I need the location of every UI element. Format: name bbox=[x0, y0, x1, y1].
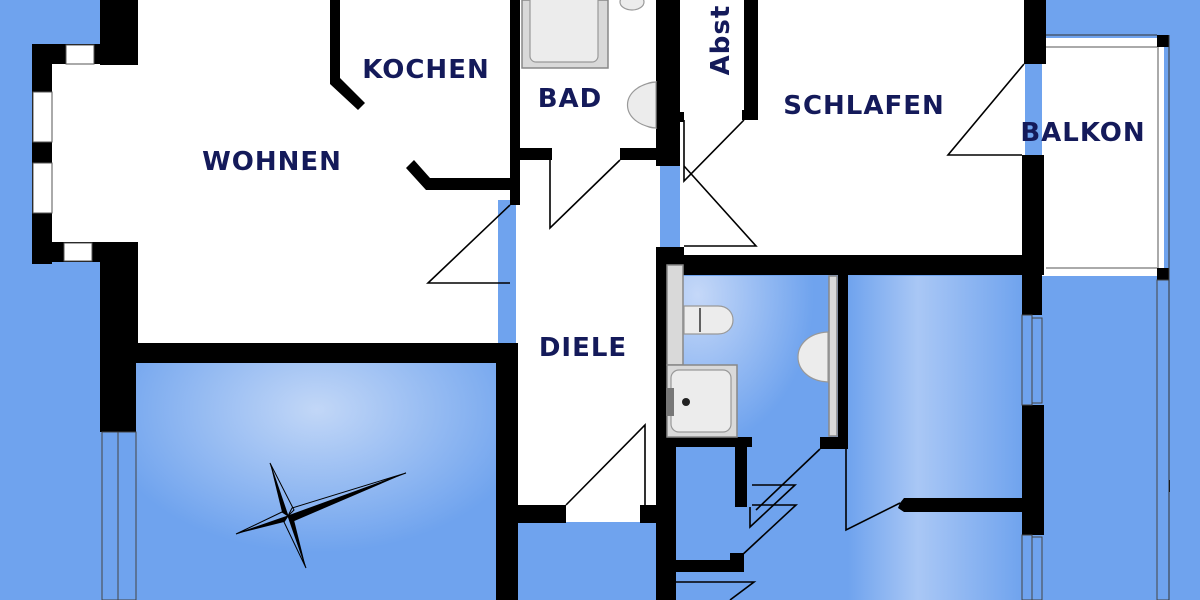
room-label-bad: BAD bbox=[538, 84, 603, 114]
room-label-wohnen: WOHNEN bbox=[202, 147, 342, 177]
fixtures bbox=[521, 0, 838, 438]
room-label-schlafen: SCHLAFEN bbox=[783, 91, 945, 121]
wc-toilet-icon bbox=[683, 305, 734, 335]
toilet-icon bbox=[619, 0, 645, 11]
room-label-balkon: BALKON bbox=[1020, 118, 1145, 148]
room-label-abst: Abst bbox=[706, 5, 736, 76]
lower-right-room bbox=[848, 276, 1023, 600]
wc-sink-icon bbox=[797, 331, 829, 383]
room-label-kochen: KOCHEN bbox=[362, 55, 489, 85]
walls bbox=[32, 0, 1170, 600]
room-label-diele: DIELE bbox=[539, 333, 627, 363]
windows bbox=[101, 34, 1170, 600]
door-swings bbox=[425, 63, 1025, 600]
lower-left-room bbox=[136, 362, 498, 600]
compass-rose-icon bbox=[235, 462, 407, 569]
